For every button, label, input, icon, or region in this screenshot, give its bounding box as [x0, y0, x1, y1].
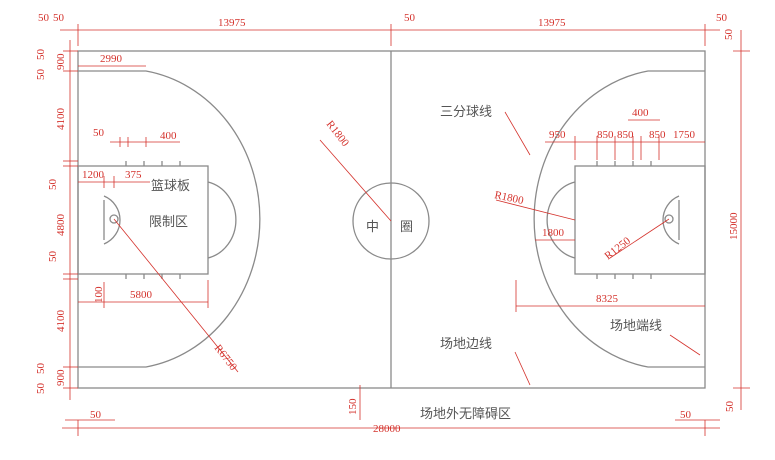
dim-bottom-right-50: 50 [680, 409, 692, 421]
court-labels: 三分球线 篮球板 限制区 中 圈 场地边线 场地端线 场地外无障碍区 [149, 105, 662, 422]
dim-left-4100-top: 4100 [55, 108, 67, 131]
dim-total-28000: 28000 [373, 423, 401, 435]
dim-right-bottom-50: 50 [724, 401, 736, 413]
label-center-circle-a: 中 [366, 220, 379, 235]
dim-center-gap: 50 [404, 12, 416, 24]
label-restricted-area: 限制区 [149, 215, 188, 230]
dim-left-400: 400 [160, 130, 177, 142]
dim-top-right-50-vertical: 50 [723, 29, 735, 41]
label-center-circle-b: 圈 [400, 220, 413, 235]
dim-left-50-low: 50 [47, 251, 59, 263]
dim-left-50-mid: 50 [47, 179, 59, 191]
dim-width-15000: 15000 [728, 212, 740, 240]
dim-left-50-top2: 50 [35, 69, 47, 81]
label-three-point-line: 三分球线 [440, 105, 492, 120]
right-hoop [664, 214, 674, 224]
dim-right-850b: 850 [617, 129, 634, 141]
left-three-point-line [78, 70, 261, 368]
dim-bottom-150: 150 [347, 398, 359, 415]
dim-left-50-top: 50 [35, 49, 47, 61]
dim-left-900-top: 900 [55, 53, 67, 70]
dim-bottom-left-50: 50 [90, 409, 102, 421]
dim-r1800-center: R1800 [324, 118, 352, 149]
dim-left-4100-bottom: 4100 [55, 310, 67, 333]
dim-right-400: 400 [632, 107, 649, 119]
dim-left-4800: 4800 [55, 214, 67, 237]
label-sideline: 场地边线 [440, 337, 492, 352]
label-no-obstacle-zone: 场地外无障碍区 [420, 407, 511, 422]
dim-left-375: 375 [125, 169, 142, 181]
center-circle [352, 182, 430, 260]
dim-top-left-50a: 50 [38, 12, 50, 24]
right-no-charge-arc [662, 195, 680, 245]
left-restricted-area [77, 165, 209, 275]
label-endline: 场地端线 [610, 319, 662, 334]
dim-left-100: 100 [93, 286, 105, 303]
left-lane-marks [125, 161, 181, 279]
right-restricted-area [574, 165, 706, 275]
dim-r1800-right: R1800 [493, 189, 525, 207]
dim-right-1800: 1800 [542, 227, 565, 239]
right-three-point-line [533, 70, 705, 368]
dim-right-1750: 1750 [673, 129, 696, 141]
right-free-throw-arc [546, 181, 576, 259]
label-backboard: 篮球板 [151, 179, 190, 194]
dimension-labels: 50 50 13975 50 13975 50 50 50 50 900 299… [35, 12, 740, 435]
dim-left-50-a: 50 [93, 127, 105, 139]
dim-right-850a: 850 [597, 129, 614, 141]
dim-left-50-bot2: 50 [35, 383, 47, 395]
dim-left-900-bot: 900 [55, 369, 67, 386]
left-free-throw-arc [207, 181, 237, 259]
left-hoop [109, 214, 119, 224]
right-lane-marks [596, 161, 652, 279]
dimension-lines [60, 24, 750, 436]
dim-half-length-right: 13975 [538, 17, 566, 29]
dim-corner-2990: 2990 [100, 53, 123, 65]
dim-top-left-50b: 50 [53, 12, 65, 24]
dim-top-right-50: 50 [716, 12, 728, 24]
dim-right-850c: 850 [649, 129, 666, 141]
dim-right-8325: 8325 [596, 293, 619, 305]
dim-right-950: 950 [549, 129, 566, 141]
dim-half-length-left: 13975 [218, 17, 246, 29]
dim-r1250: R1250 [602, 235, 633, 263]
dim-left-50-bot: 50 [35, 363, 47, 375]
dim-left-5800: 5800 [130, 289, 153, 301]
left-no-charge-arc [103, 195, 121, 245]
dim-left-1200: 1200 [82, 169, 105, 181]
